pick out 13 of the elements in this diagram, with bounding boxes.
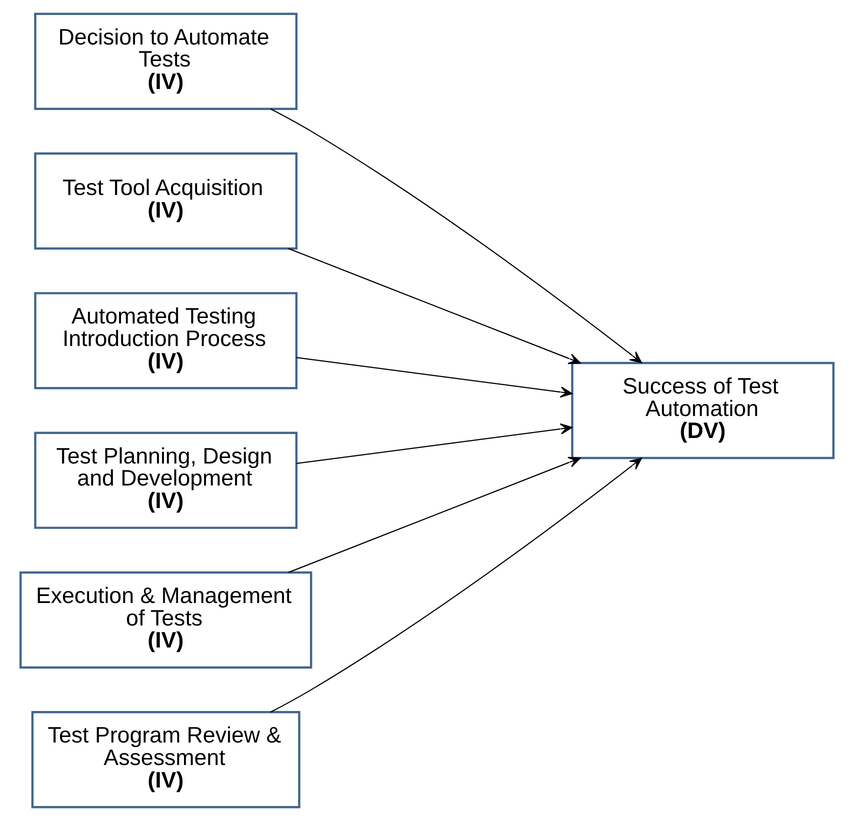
node-box: Decision to Automate Tests (IV) bbox=[34, 12, 298, 110]
arrow bbox=[296, 423, 572, 464]
node-box: Test Tool Acquisition (IV) bbox=[34, 152, 298, 250]
node-box: Execution & Management of Tests (IV) bbox=[19, 571, 312, 669]
node-box: Automated Testing Introduction Process (IV) bbox=[34, 292, 298, 390]
arrow bbox=[296, 357, 572, 398]
arrow bbox=[270, 108, 642, 364]
arrow bbox=[270, 458, 642, 713]
arrow bbox=[288, 248, 581, 364]
node-box: Test Program Review & Assessment (IV) bbox=[31, 711, 300, 808]
node-box: Test Planning, Design and Development (IV) bbox=[34, 432, 298, 529]
node-box: Success of Test Automation (DV) bbox=[571, 362, 835, 460]
arrow bbox=[288, 456, 581, 573]
